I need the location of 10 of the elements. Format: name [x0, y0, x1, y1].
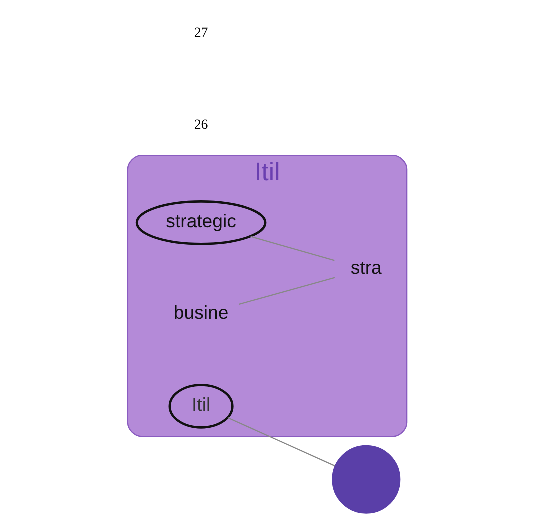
connector — [238, 277, 335, 305]
label: 26 — [194, 118, 208, 133]
connector — [227, 417, 335, 467]
node-ellipse: Itil — [168, 384, 234, 429]
node-circle — [332, 445, 400, 514]
label: 27 — [194, 26, 208, 42]
connector — [250, 236, 334, 262]
node-text: stra — [350, 256, 382, 278]
node-ellipse: strategic — [135, 200, 266, 246]
node-text: busine — [173, 302, 228, 324]
